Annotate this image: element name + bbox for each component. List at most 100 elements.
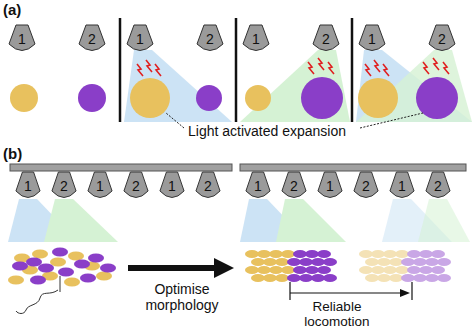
robot-cell: [359, 250, 373, 258]
robot-cell: [323, 258, 337, 266]
robot-cell: [431, 266, 445, 274]
lamp-number: 2: [438, 32, 446, 46]
robot-cell: [395, 266, 409, 274]
robot-cell: [437, 274, 451, 282]
cell: [10, 77, 458, 119]
robot-cell: [251, 274, 265, 282]
lamp-number: 2: [362, 179, 370, 193]
lamp: 2: [353, 171, 379, 201]
robot-cell: [269, 266, 283, 274]
robot-cell: [425, 274, 439, 282]
robot-cell: [281, 250, 295, 258]
robot-cell: [251, 258, 265, 266]
robot-cell: [365, 274, 379, 282]
robot-cell: [299, 258, 313, 266]
robot-cell: [383, 266, 397, 274]
robot-cell: [401, 258, 415, 266]
robot-cell: [275, 258, 289, 266]
robot-cell: [245, 266, 259, 274]
light-cone: [8, 199, 470, 242]
lamp: 1: [317, 171, 343, 201]
wander-path: [16, 276, 60, 314]
robot-cell: [263, 274, 277, 282]
robot-cell: [371, 250, 385, 258]
process-arrow: [128, 258, 234, 278]
lamp: 2: [78, 24, 106, 54]
robot-cell: [425, 258, 439, 266]
random-robot: [8, 248, 116, 287]
displacement-arrow: [290, 282, 412, 300]
lamp: 2: [428, 24, 456, 54]
lamp: 1: [87, 171, 113, 201]
robot-cell: [305, 266, 319, 274]
lamp-number: 1: [136, 32, 144, 46]
lamp: 1: [245, 171, 271, 201]
lamp: 2: [195, 171, 221, 201]
lamp: 1: [8, 24, 36, 54]
robot-cell: [419, 266, 433, 274]
robot-cell: [419, 250, 433, 258]
lamp-number: 1: [24, 179, 32, 193]
robot-cell: [365, 258, 379, 266]
lamp: 2: [196, 24, 224, 54]
annotation: Optimise morphology: [134, 282, 230, 313]
robot-cell: [317, 266, 331, 274]
robot-cell: [413, 258, 427, 266]
robot-cell: [371, 266, 385, 274]
robot-cell: [293, 250, 307, 258]
lamp-number: 2: [434, 179, 442, 193]
robot-cell: [269, 250, 283, 258]
robot-cell: [437, 258, 451, 266]
robot-cell: [377, 274, 391, 282]
robot-cell: [389, 258, 403, 266]
lamp-number: 2: [132, 179, 140, 193]
annotation: Light activated expansion: [188, 124, 346, 140]
optimised-robot: [245, 250, 337, 282]
robot-cell: [431, 250, 445, 258]
lightning: [137, 58, 449, 76]
robot-cell: [311, 258, 325, 266]
moved-robot: [359, 250, 451, 282]
lamp: 2: [312, 24, 340, 54]
lamp: 1: [126, 24, 154, 54]
lamp-number: 1: [252, 32, 260, 46]
lamp-number: 1: [96, 179, 104, 193]
lamp: 2: [123, 171, 149, 201]
lamp: 1: [159, 171, 185, 201]
lamp-number: 1: [18, 32, 26, 46]
robot-cell: [389, 274, 403, 282]
light-cone: [124, 50, 472, 122]
lamp-number: 2: [206, 32, 214, 46]
lamp: 1: [389, 171, 415, 201]
panel-label: (b): [3, 146, 22, 163]
lamp-number: 1: [368, 32, 376, 46]
robot-cell: [305, 250, 319, 258]
robot-cell: [293, 266, 307, 274]
lamp: 1: [358, 24, 386, 54]
robot-cell: [281, 266, 295, 274]
robot-cell: [407, 266, 421, 274]
robot-cell: [323, 274, 337, 282]
robot-cell: [413, 274, 427, 282]
lamp-number: 2: [322, 32, 330, 46]
robot-cell: [311, 274, 325, 282]
lamp-number: 1: [168, 179, 176, 193]
robot-cell: [287, 258, 301, 266]
lamp-number: 1: [326, 179, 334, 193]
robot-cell: [257, 250, 271, 258]
lamp: 2: [281, 171, 307, 201]
robot-cell: [275, 274, 289, 282]
lamp: 1: [15, 171, 41, 201]
lamp: 2: [425, 171, 451, 201]
lamp-number: 2: [60, 179, 68, 193]
robot-cell: [245, 250, 259, 258]
lamp: 2: [51, 171, 77, 201]
robot-cell: [377, 258, 391, 266]
robot-cell: [257, 266, 271, 274]
lamp-number: 2: [88, 32, 96, 46]
annotation: Reliable locomotion: [294, 299, 380, 329]
lamp-number: 1: [254, 179, 262, 193]
panel-separator: [120, 18, 352, 122]
